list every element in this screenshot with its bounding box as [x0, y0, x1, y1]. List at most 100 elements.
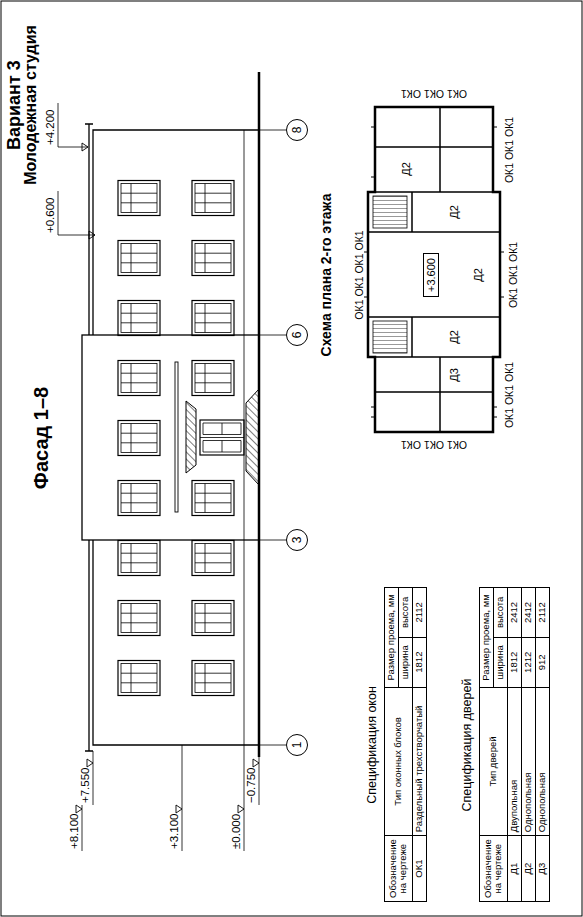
table-cell: Однопольная	[535, 687, 549, 835]
project-name: Молодежная студия	[22, 25, 40, 185]
table-cell: Однопольная	[521, 687, 535, 835]
node-text: 6	[290, 332, 304, 339]
door-mark: Д2	[472, 268, 485, 282]
windows	[118, 181, 234, 696]
window-mark: ОК1 ОК1 ОК1 ОК1	[353, 230, 365, 319]
table-cell: 2112	[535, 588, 549, 638]
facade-title: Фасад 1–8	[30, 387, 53, 489]
table-cell: Размер проема, мм	[385, 588, 399, 688]
table-cell: ширина	[493, 637, 507, 687]
stair	[373, 321, 407, 353]
door-leaf	[200, 423, 244, 452]
window-sash	[195, 304, 231, 333]
window-sash	[121, 244, 157, 273]
door-mark: Д2	[448, 330, 461, 344]
window-mullion	[121, 424, 157, 453]
table-title: Спецификация окон	[365, 686, 379, 804]
table-cell: 2412	[507, 588, 521, 638]
axis-marker: 3	[286, 529, 308, 551]
spec-table: Обозначение на чертежеТип оконных блоков…	[384, 587, 427, 902]
window-frame	[118, 481, 160, 516]
window-mullion	[121, 364, 157, 393]
window-frame	[118, 601, 160, 636]
stair	[373, 196, 407, 228]
table-cell: Д2	[521, 836, 535, 902]
window-frame	[192, 661, 234, 696]
plan-wall	[368, 107, 500, 432]
door-mark: Д2	[448, 205, 461, 219]
table-row: Обозначение на чертежеТип оконных блоков…	[385, 588, 399, 902]
level-value: +8.100	[68, 814, 81, 850]
window-frame	[192, 241, 234, 276]
table-cell: Раздельный трехстворчатый	[412, 687, 426, 836]
node-text: 8	[290, 127, 304, 134]
table-cell: Двупольная	[507, 687, 521, 835]
window-mullion	[195, 544, 231, 573]
window-mullion	[121, 544, 157, 573]
cornice-band	[175, 362, 178, 512]
level-value: −0.750	[245, 768, 258, 804]
window-sash	[121, 364, 157, 393]
door-mark: Д3	[448, 368, 461, 382]
window-frame	[192, 301, 234, 336]
table-cell: ширина	[398, 637, 412, 687]
window-sash	[121, 304, 157, 333]
level-box: +3.600	[423, 253, 439, 297]
table-cell: Д1	[507, 836, 521, 902]
level-leader	[58, 103, 95, 235]
level-value: +7.550	[79, 768, 92, 804]
window-sash	[121, 664, 157, 693]
plan-title: Схема плана 2-го этажа	[318, 194, 334, 357]
window-mullion	[121, 244, 157, 273]
table-cell: ОК1	[412, 836, 426, 902]
window-sash	[195, 244, 231, 273]
table-cell: 912	[535, 637, 549, 687]
table-cell: Размер проема, мм	[480, 588, 494, 688]
window-mark: ОК1 ОК1 ОК1	[503, 117, 515, 183]
porch	[246, 389, 259, 485]
window-frame	[192, 181, 234, 216]
window-mullion	[195, 244, 231, 273]
canopy	[186, 401, 196, 473]
table-cell: высота	[398, 588, 412, 638]
window-sash	[195, 544, 231, 573]
entrance-door	[200, 420, 244, 455]
window-mullion	[121, 484, 157, 513]
table-cell: Тип дверей	[480, 687, 508, 835]
node-text: 1	[290, 742, 304, 749]
sheet-title: Вариант 3	[4, 60, 25, 150]
window-mullion	[121, 304, 157, 333]
axis-marker: 8	[286, 119, 308, 141]
window-frame	[118, 661, 160, 696]
window-mullion	[195, 604, 231, 633]
parapet	[85, 124, 93, 751]
axis-line	[259, 130, 286, 745]
level-value: +3.100	[168, 814, 181, 850]
table-row: Д2Однопольная12122412	[521, 588, 535, 902]
table-cell: 1812	[412, 637, 426, 687]
window-mullion	[195, 484, 231, 513]
window-sash	[121, 484, 157, 513]
wing-wall	[93, 130, 259, 745]
window-mullion	[121, 604, 157, 633]
window-sash	[121, 604, 157, 633]
window-frame	[118, 541, 160, 576]
window-mark: ОК1 ОК1 ОК1	[401, 88, 467, 100]
node-text: 3	[290, 537, 304, 544]
window-sash	[121, 424, 157, 453]
node-text: +3.600	[425, 258, 437, 292]
table-cell: высота	[493, 588, 507, 638]
table-row: Д3Однопольная9122112	[535, 588, 549, 902]
window-mark: ОК1 ОК1 ОК1	[503, 362, 515, 428]
window-frame	[118, 301, 160, 336]
window-frame	[118, 241, 160, 276]
window-mark: ОК1 ОК1 ОК1	[507, 242, 519, 308]
window-sash	[121, 544, 157, 573]
level-value: ±0.000	[230, 814, 243, 849]
window-mullion	[195, 664, 231, 693]
spec-table: Обозначение на чертежеТип дверейРазмер п…	[479, 587, 550, 902]
table-row: ОК1Раздельный трехстворчатый18122112	[412, 588, 426, 902]
table-cell: 2112	[412, 588, 426, 638]
